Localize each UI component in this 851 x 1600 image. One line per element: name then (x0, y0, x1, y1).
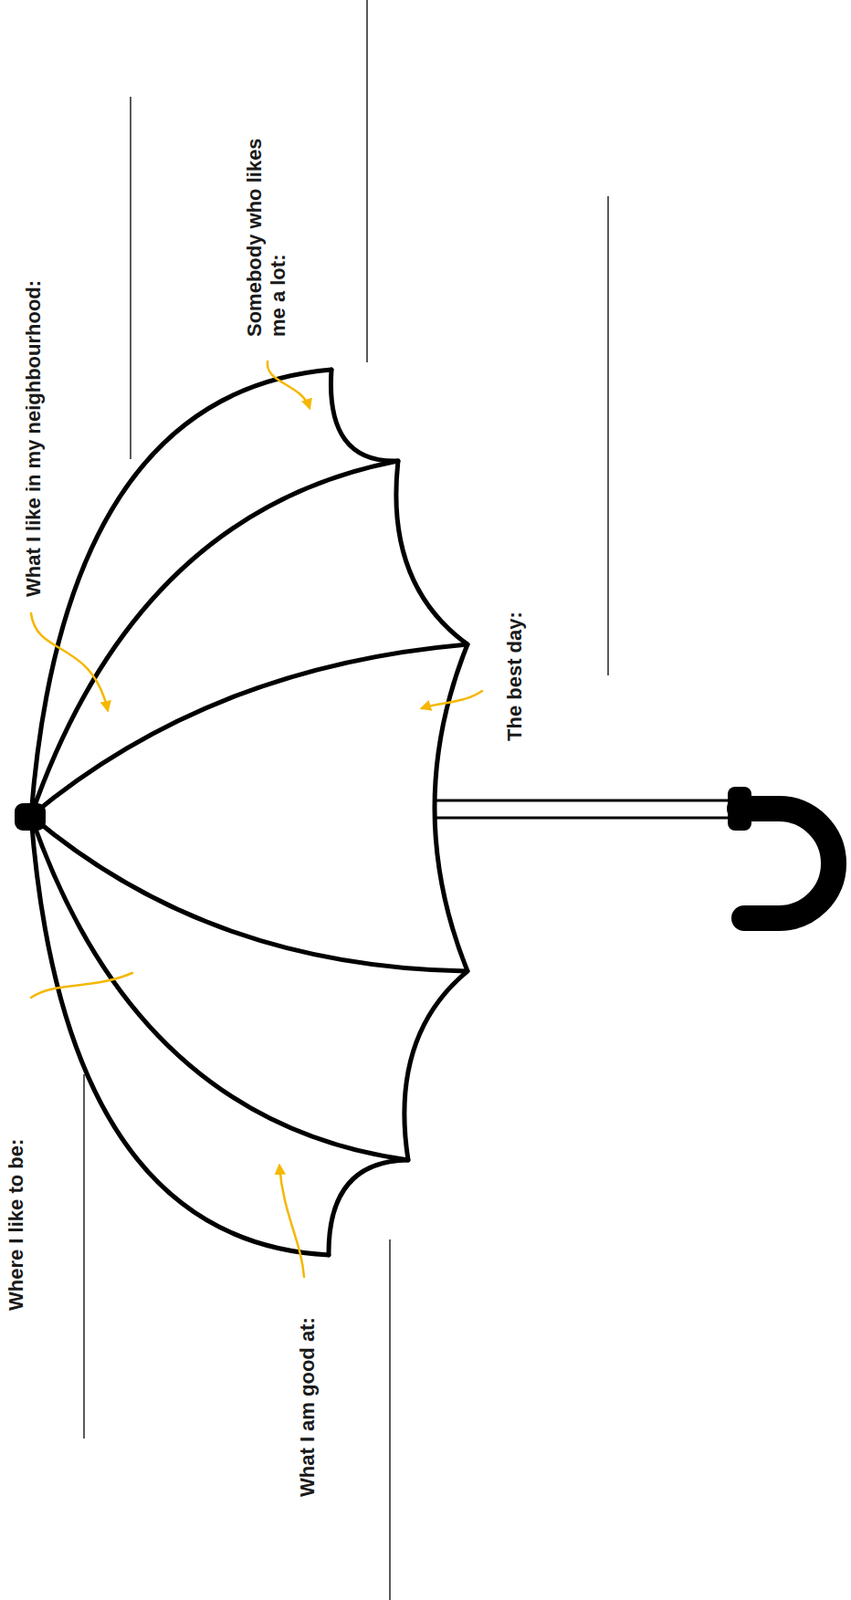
pointer-arrows (31, 361, 483, 1278)
prompt-label: The best day: (503, 611, 527, 742)
pointer-arrow (267, 361, 310, 409)
pointer-arrow (421, 691, 483, 709)
pointer-arrow (279, 1166, 305, 1278)
write-line (366, 0, 368, 363)
prompt-label: What I like in my neighbourhood: (21, 280, 46, 598)
canopy-edge (31, 816, 329, 1256)
write-line (129, 96, 132, 460)
umbrella-shaft (434, 800, 733, 819)
prompt-label: Somebody who likes me a lot: (242, 131, 291, 337)
prompt-label: Where I like to be: (4, 1139, 29, 1312)
canopy-rib (31, 816, 409, 1161)
write-line (607, 196, 610, 676)
umbrella-handle (739, 808, 834, 919)
pointer-line (31, 973, 133, 999)
canopy-rib (31, 816, 468, 972)
umbrella-canopy (31, 369, 468, 1256)
canopy-rib (31, 644, 468, 817)
write-line (83, 1074, 85, 1440)
umbrella-tip (14, 803, 46, 831)
prompt-label: What I am good at: (295, 1317, 320, 1498)
pointer-arrow (31, 613, 108, 711)
canopy-rib (31, 461, 399, 817)
canopy-edge (31, 369, 332, 817)
canopy-hem (328, 369, 468, 1256)
write-line (388, 1239, 391, 1600)
